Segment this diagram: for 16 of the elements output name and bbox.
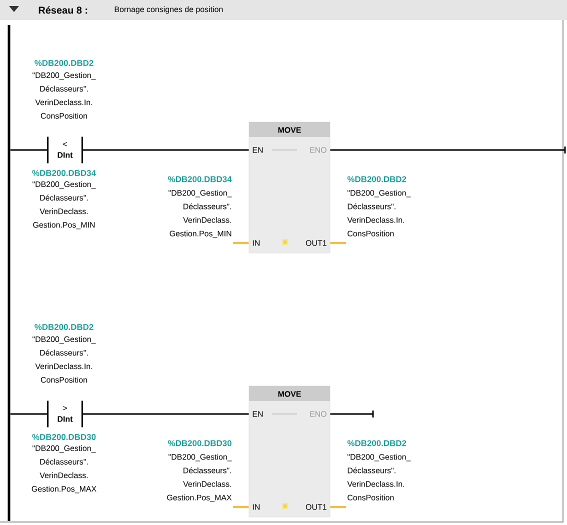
network-title: Réseau 8 : — [38, 6, 88, 14]
rung-line — [82, 149, 249, 151]
rung-line — [10, 413, 48, 415]
operand-address: %DB200.DBD30 — [32, 434, 96, 440]
output-wire — [330, 242, 346, 244]
operand-address: %DB200.DBD2 — [34, 60, 94, 66]
rung-line — [82, 413, 249, 415]
operand-address: %DB200.DBD2 — [34, 324, 94, 330]
input-wire — [233, 506, 249, 508]
output-wire — [330, 506, 346, 508]
power-rail — [8, 25, 10, 521]
input-wire — [233, 242, 249, 244]
rung-line — [330, 413, 373, 415]
rung-line — [10, 149, 48, 151]
operand-address: %DB200.DBD34 — [32, 170, 96, 176]
rung-line — [330, 149, 565, 151]
